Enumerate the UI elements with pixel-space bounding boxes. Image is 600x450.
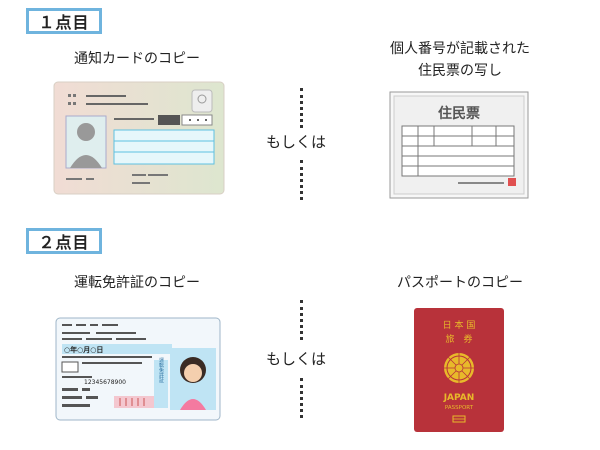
section2-badge: ２点目 bbox=[26, 228, 102, 254]
or-label-1: もしくは bbox=[266, 133, 327, 151]
passport-label-en: PASSPORT bbox=[445, 405, 474, 411]
passport-label-jp: 旅 券 bbox=[445, 333, 472, 345]
notification-card-illustration bbox=[53, 81, 225, 195]
license-date-text: ○年○月○日 bbox=[64, 345, 103, 354]
drivers-license-illustration: ○年○月○日 12345678900 運転免許証 bbox=[55, 317, 221, 421]
license-class-text: 運転免許証 bbox=[158, 358, 164, 384]
license-number-text: 12345678900 bbox=[84, 379, 126, 386]
resident-record-illustration: 住民票 bbox=[389, 91, 529, 199]
resident-record-title: 住民票 bbox=[438, 105, 480, 122]
resident-record-caption: 個人番号が記載された 住民票の写し bbox=[370, 38, 550, 82]
divider-dots-bottom bbox=[300, 160, 303, 200]
section1-badge: １点目 bbox=[26, 8, 102, 34]
drivers-license-caption: 運転免許証のコピー bbox=[74, 275, 200, 291]
passport-caption: パスポートのコピー bbox=[397, 275, 523, 291]
or-label-2: もしくは bbox=[266, 350, 327, 368]
chrysanthemum-crest-icon bbox=[444, 353, 474, 383]
divider-dots-bottom-2 bbox=[300, 378, 303, 418]
divider-dots-top bbox=[300, 88, 303, 128]
notification-card-caption: 通知カードのコピー bbox=[74, 51, 200, 67]
passport-country-en: JAPAN bbox=[443, 393, 475, 403]
passport-illustration: 日 本 国 旅 券 JAPAN PASSPORT bbox=[414, 308, 504, 432]
passport-country-jp: 日 本 国 bbox=[443, 319, 476, 331]
divider-dots-top-2 bbox=[300, 300, 303, 340]
resident-record-caption-line2: 住民票の写し bbox=[418, 63, 502, 79]
resident-record-caption-line1: 個人番号が記載された bbox=[390, 41, 530, 57]
